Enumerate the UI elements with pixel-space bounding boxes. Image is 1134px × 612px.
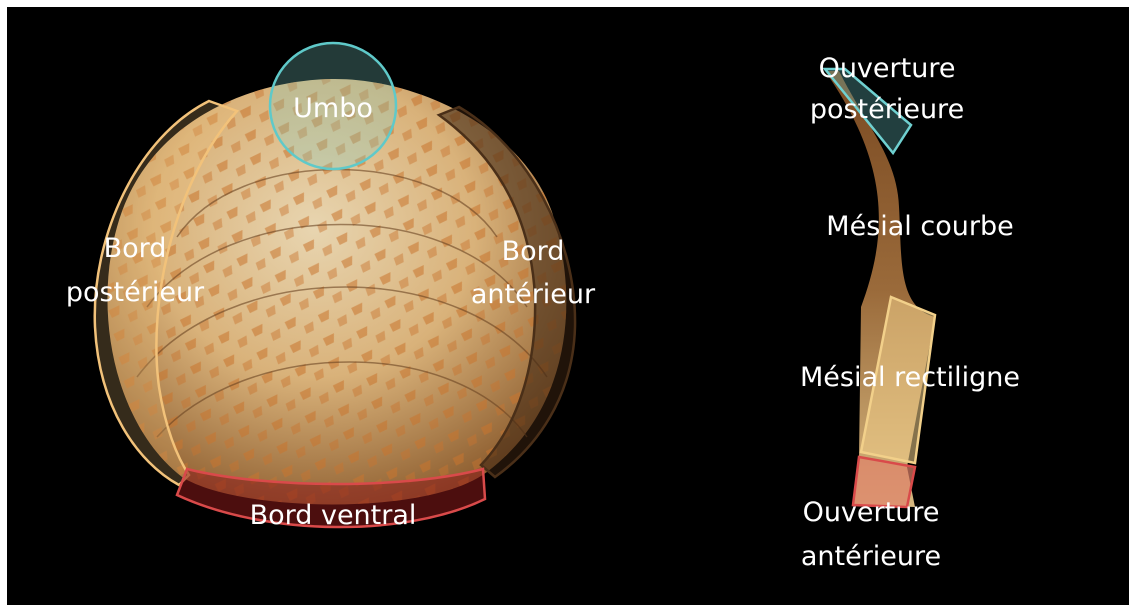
label-mesial-courbe: Mésial courbe: [826, 211, 1013, 242]
label-ouverture-posterieure-line2: postérieure: [810, 94, 964, 125]
label-ouverture-anterieure-line2: antérieure: [801, 541, 941, 572]
label-bord-anterieur-line1: Bord: [502, 236, 565, 267]
label-bord-ventral: Bord ventral: [250, 500, 417, 531]
shell-edge: Ouverture postérieure Mésial courbe Mési…: [800, 53, 1020, 572]
label-bord-posterieur-line1: Bord: [104, 233, 167, 264]
shell-face: Umbo Bord postérieur Bord antérieur Bord…: [66, 43, 596, 531]
shell-diagram: Umbo Bord postérieur Bord antérieur Bord…: [7, 7, 1129, 605]
label-mesial-rectiligne: Mésial rectiligne: [800, 362, 1020, 393]
label-bord-anterieur-line2: antérieur: [471, 279, 596, 310]
diagram-canvas: Umbo Bord postérieur Bord antérieur Bord…: [7, 7, 1129, 605]
label-bord-posterieur-line2: postérieur: [66, 277, 205, 308]
label-ouverture-anterieure-line1: Ouverture: [803, 497, 940, 528]
label-ouverture-posterieure-line1: Ouverture: [819, 53, 956, 84]
label-umbo: Umbo: [293, 93, 373, 124]
